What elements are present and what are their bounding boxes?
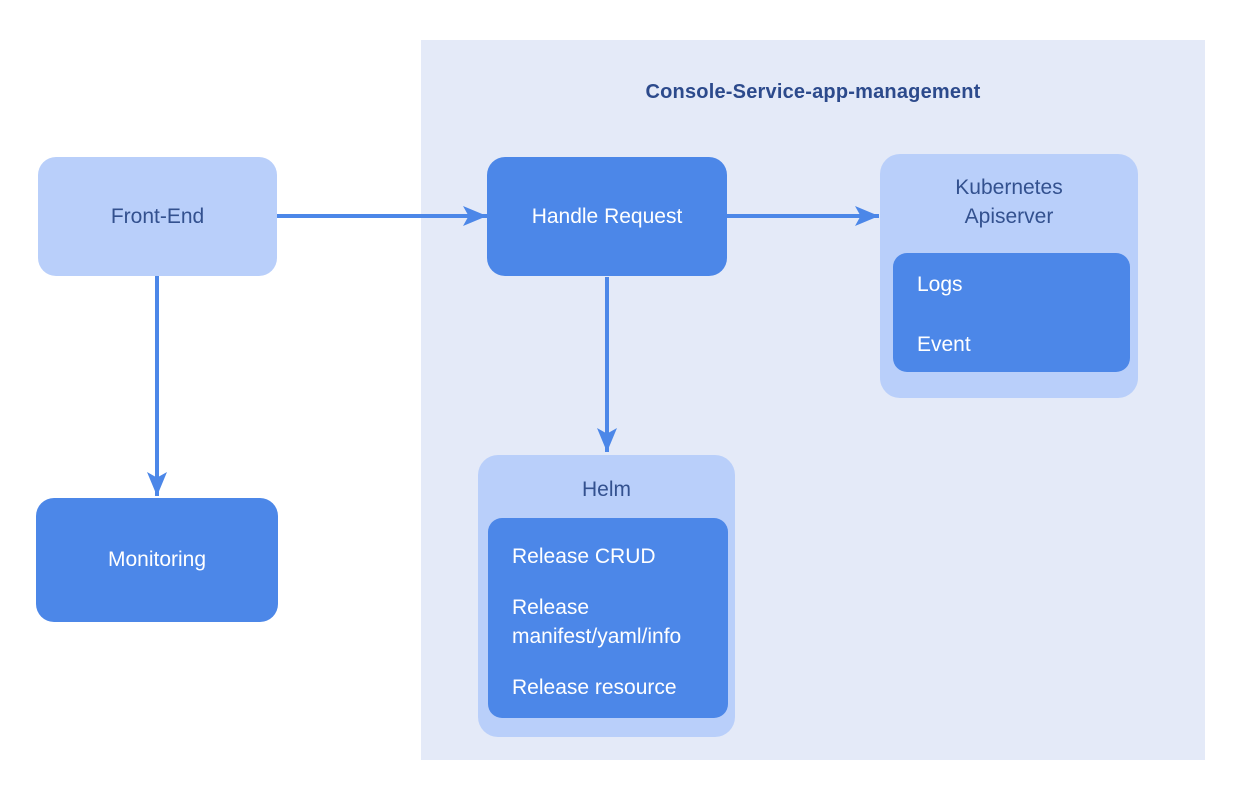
helm-items-panel: Release CRUD Release manifest/yaml/info … [488, 518, 728, 718]
node-handle-request: Handle Request [487, 157, 727, 276]
node-helm: Helm Release CRUD Release manifest/yaml/… [478, 455, 735, 737]
node-handle-request-label: Handle Request [531, 204, 683, 228]
node-monitoring: Monitoring [36, 498, 278, 622]
kubernetes-item-logs: Logs [917, 273, 963, 296]
helm-item-release-manifest: Release manifest/yaml/info [512, 596, 682, 648]
node-front-end-label: Front-End [110, 204, 205, 228]
kubernetes-title-line-1: Kubernetes [955, 176, 1063, 199]
kubernetes-items-panel: Logs Event [893, 253, 1130, 372]
node-kubernetes-apiserver-title: Kubernetes Apiserver [880, 173, 1138, 231]
node-kubernetes-apiserver: Kubernetes Apiserver Logs Event [880, 154, 1138, 398]
group-title: Console-Service-app-management [645, 81, 981, 103]
kubernetes-title-line-2: Apiserver [964, 205, 1054, 228]
helm-item-release-resource: Release resource [512, 676, 677, 699]
node-front-end: Front-End [38, 157, 277, 276]
helm-item-release-crud: Release CRUD [512, 545, 656, 568]
node-monitoring-label: Monitoring [107, 548, 207, 571]
node-helm-title: Helm [581, 478, 631, 501]
kubernetes-item-event: Event [917, 333, 971, 356]
